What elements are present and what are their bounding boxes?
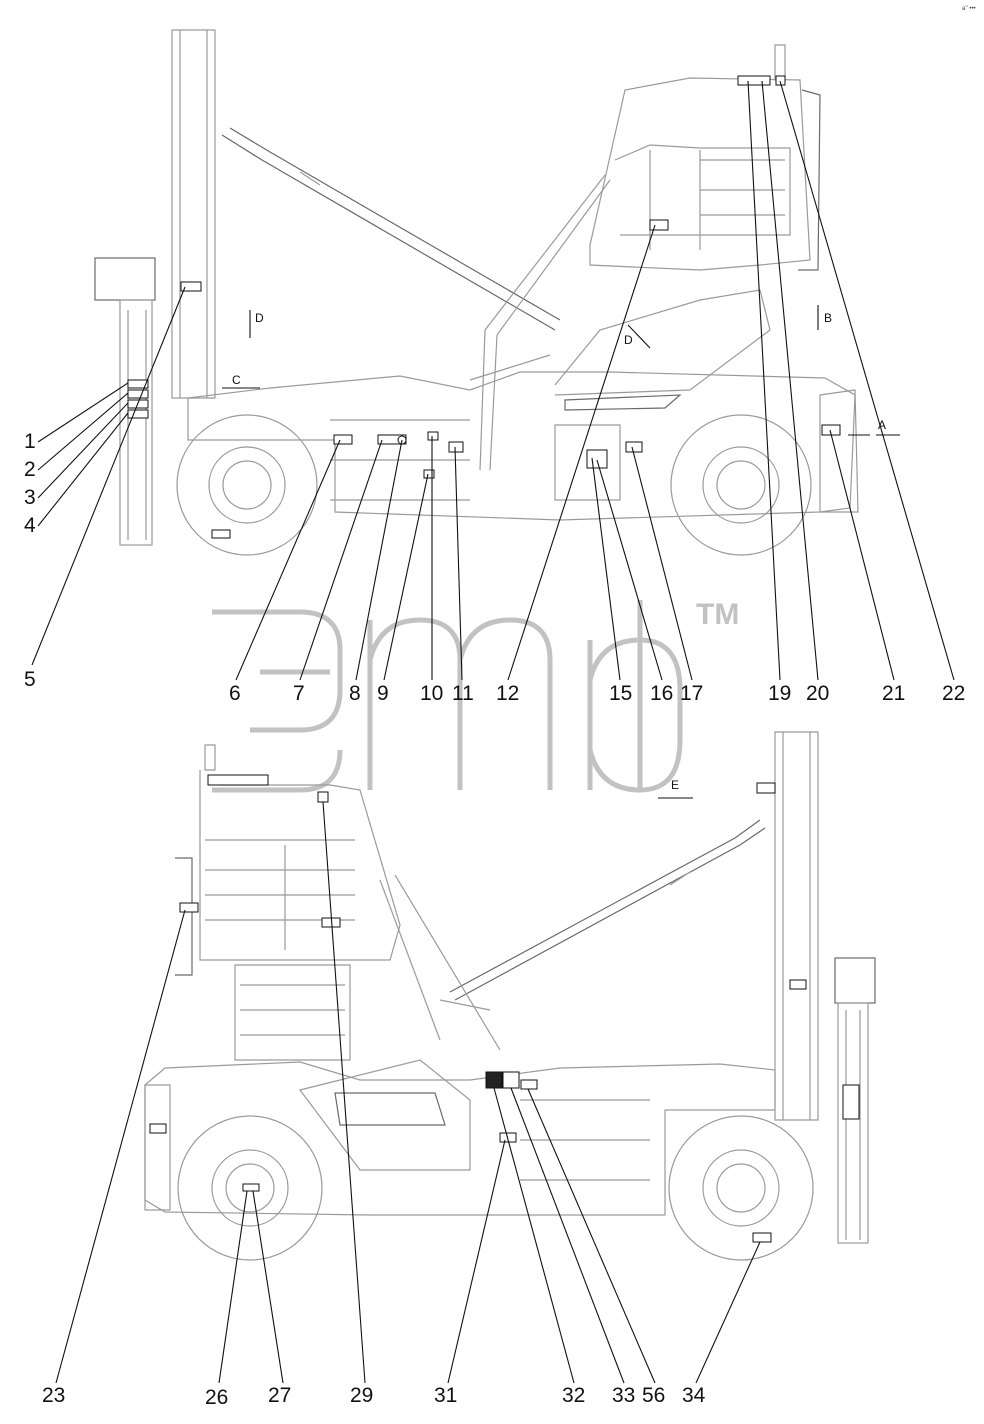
- decal-6: [333, 434, 353, 445]
- decal-10: [427, 431, 439, 441]
- decal-19: [737, 75, 771, 86]
- callout-15: 15: [609, 682, 632, 705]
- decal-20: [775, 75, 786, 86]
- decal-5: [180, 281, 202, 292]
- callout-32: 32: [562, 1384, 585, 1407]
- callout-33: 33: [612, 1384, 635, 1407]
- watermark-tm: TM: [696, 598, 739, 631]
- decal-mast-2: [789, 979, 807, 990]
- decal-9: [423, 469, 435, 479]
- callout-23: 23: [42, 1384, 65, 1407]
- watermark-logo: TM: [212, 598, 739, 793]
- decal-15-16: [586, 449, 608, 469]
- callout-4: 4: [24, 514, 36, 537]
- decal-34: [752, 1232, 772, 1243]
- decal-56: [520, 1079, 538, 1090]
- decal-17: [625, 441, 643, 453]
- decal-attachment: [842, 1084, 860, 1120]
- callout-12: 12: [496, 682, 519, 705]
- top-view-markers: A B C D D: [222, 305, 900, 436]
- view-marker-e: E: [671, 778, 679, 792]
- callout-5: 5: [24, 668, 36, 691]
- top-view-callouts: 1 2 3 4 5 6 7 8 9 10 11 12 15 16 17 19 2…: [24, 430, 965, 705]
- callout-22: 22: [942, 682, 965, 705]
- bottom-view-leaders: [55, 801, 761, 1384]
- callout-21: 21: [882, 682, 905, 705]
- view-marker-a: A: [878, 418, 886, 432]
- decal-33: [502, 1071, 520, 1089]
- view-marker-b: B: [824, 311, 832, 325]
- callout-27: 27: [268, 1384, 291, 1407]
- decal-12: [649, 219, 669, 231]
- top-view-leaders: [31, 80, 955, 681]
- decal-mast: [756, 782, 776, 794]
- callout-56: 56: [642, 1384, 665, 1407]
- decal-29: [317, 791, 329, 803]
- top-view-decals: [127, 75, 841, 539]
- callout-10: 10: [420, 682, 443, 705]
- decal-1: [127, 379, 149, 389]
- decal-26-27: [242, 1183, 260, 1192]
- callout-34: 34: [682, 1384, 706, 1407]
- decal-cab-top: [207, 774, 269, 786]
- bottom-view-machine: [144, 731, 876, 1261]
- bottom-view-decals: [149, 774, 860, 1243]
- corner-mark: a’’ •••: [962, 6, 976, 12]
- callout-19: 19: [768, 682, 791, 705]
- decal-2: [127, 389, 149, 399]
- decal-misc: [211, 529, 231, 539]
- callout-20: 20: [806, 682, 829, 705]
- callout-3: 3: [24, 486, 36, 509]
- callout-26: 26: [205, 1386, 228, 1409]
- decal-31: [499, 1132, 517, 1143]
- view-marker-c: C: [232, 373, 241, 387]
- decal-11: [448, 441, 464, 453]
- callout-8: 8: [349, 682, 361, 705]
- bottom-view-markers: E: [658, 778, 693, 799]
- callout-11: 11: [452, 682, 474, 705]
- callout-29: 29: [350, 1384, 373, 1407]
- decal-counterweight: [149, 1123, 167, 1134]
- callout-16: 16: [650, 682, 673, 705]
- callout-7: 7: [293, 682, 305, 705]
- decal-23: [179, 902, 199, 913]
- view-marker-d-2: D: [624, 333, 633, 347]
- callout-9: 9: [377, 682, 389, 705]
- view-marker-d: D: [255, 311, 264, 325]
- callout-1: 1: [24, 430, 36, 453]
- bottom-view-callouts: 23 26 27 29 31 32 33 56 34: [42, 1384, 706, 1409]
- callout-31: 31: [434, 1384, 457, 1407]
- decal-4: [127, 409, 149, 419]
- decal-32: [485, 1071, 503, 1089]
- callout-2: 2: [24, 458, 36, 481]
- top-view-machine: [94, 29, 859, 556]
- callout-17: 17: [680, 682, 703, 705]
- callout-6: 6: [229, 682, 241, 705]
